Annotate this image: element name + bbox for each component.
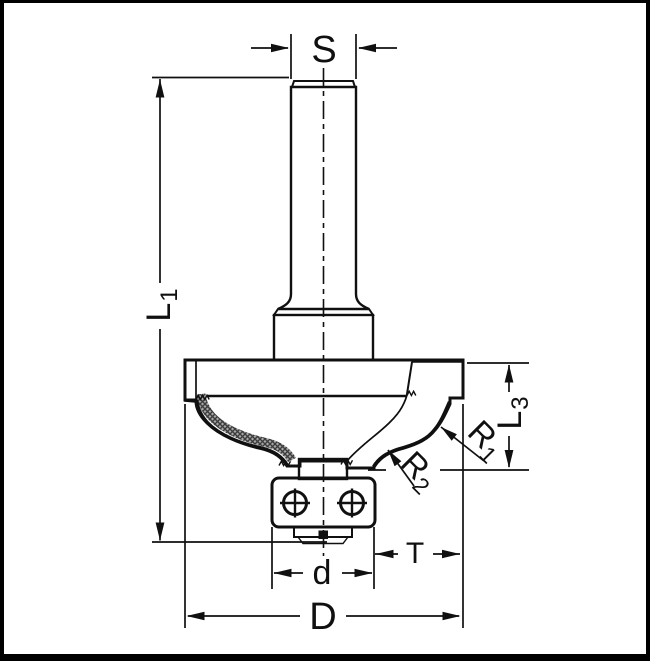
shank-top-chamfer: [290, 80, 357, 88]
dim-cutter-height: L3: [368, 362, 534, 471]
braze-mark: [195, 393, 210, 402]
cutter-head: [183, 358, 465, 470]
label-shank-diameter: S: [311, 29, 336, 71]
dim-outer-diameter: D: [184, 404, 461, 638]
label-outer-diameter: D: [309, 596, 336, 638]
interior-boundary-line: [346, 393, 408, 462]
dim-shank-diameter: S: [251, 29, 397, 79]
dim-bearing-diameter: d: [271, 527, 373, 592]
ogee-relief-band: [196, 393, 296, 463]
dim-cut-depth: T: [373, 404, 464, 628]
dim-overall-length: L1: [140, 76, 327, 543]
label-radius-2: R2: [391, 444, 447, 500]
label-cut-depth: T: [406, 537, 424, 570]
cutting-edge-left-strip: [184, 359, 197, 403]
guide-bearing: [270, 476, 377, 529]
dim-radius-2: R2: [387, 444, 447, 500]
insert-boundary: [406, 361, 413, 395]
label-overall-length: L1: [140, 288, 183, 321]
label-cutter-height: L3: [491, 396, 534, 429]
ogee-profile-right: [372, 401, 453, 468]
bearing-screw-cross: [337, 488, 367, 518]
label-bearing-diameter: d: [313, 554, 332, 592]
braze-mark: [278, 459, 292, 467]
nut-center-key: [318, 530, 328, 539]
braze-mark: [406, 389, 417, 398]
bearing-screw-cross: [280, 488, 310, 518]
